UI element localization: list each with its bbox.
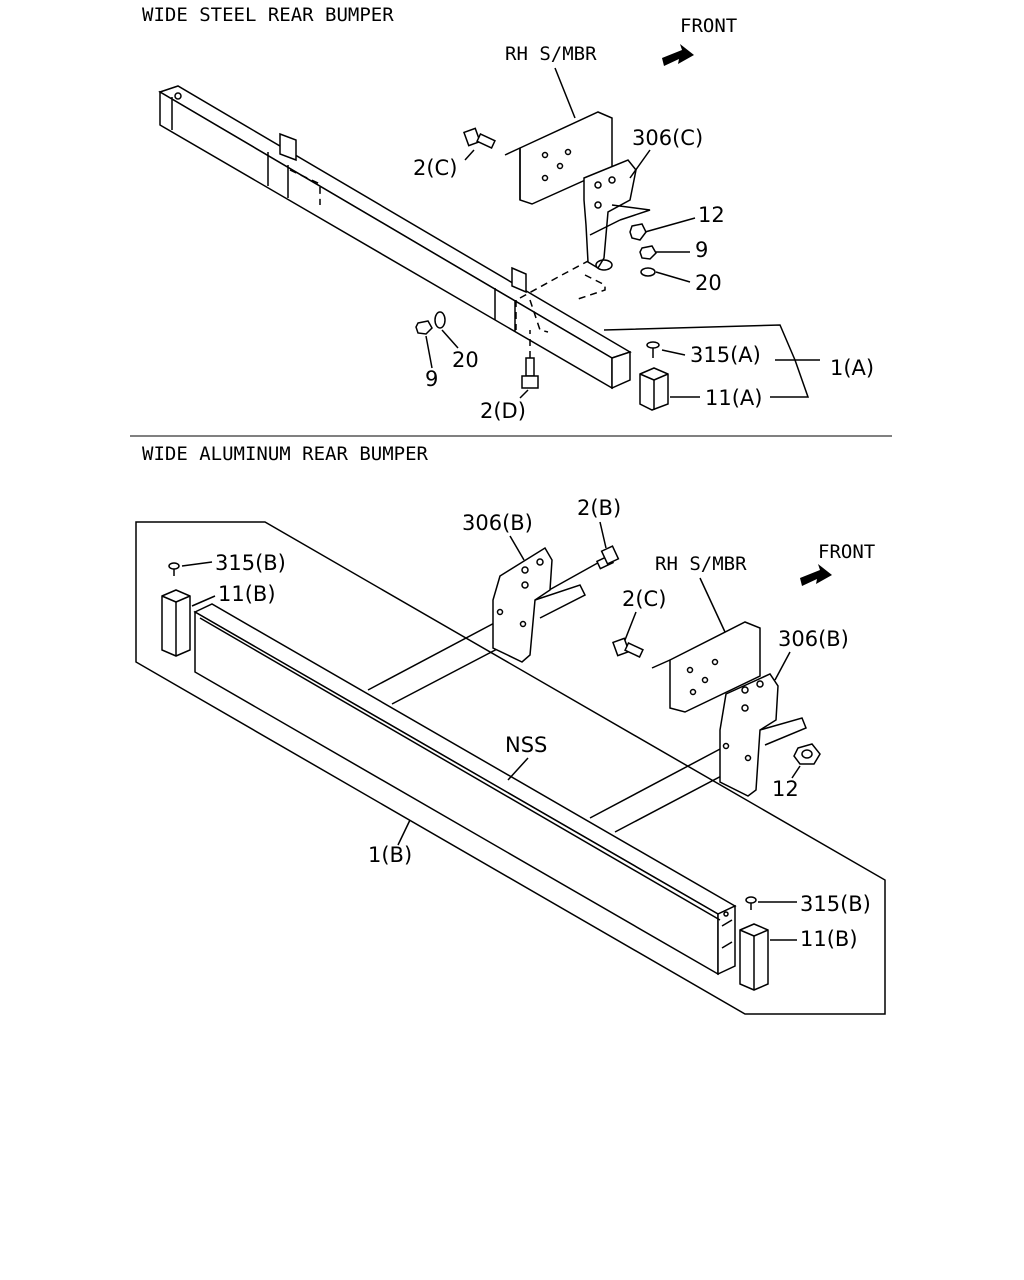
aluminum-callout-2c: 2(C) — [622, 587, 666, 611]
steel-rh-smbr-leader — [554, 67, 576, 119]
steel-callout-20a: 20 — [695, 271, 722, 295]
steel-callout-2c: 2(C) — [413, 156, 457, 180]
aluminum-callout-315b-left: 315(B) — [215, 551, 286, 575]
nut-icon — [415, 320, 433, 335]
steel-callout-9a: 9 — [695, 238, 708, 262]
aluminum-rh-smbr-label: RH S/MBR — [655, 553, 747, 575]
aluminum-pad-11b-left — [161, 589, 191, 657]
aluminum-callout-11b-right: 11(B) — [800, 927, 858, 951]
screw-icon — [745, 896, 757, 910]
steel-callout-2d: 2(D) — [480, 399, 526, 423]
nut-icon — [793, 743, 821, 765]
aluminum-callout-11b-left: 11(B) — [218, 582, 276, 606]
aluminum-bracket-306b-right — [719, 673, 807, 797]
aluminum-front-label: FRONT — [818, 541, 875, 563]
aluminum-callout-2b: 2(B) — [577, 496, 621, 520]
aluminum-callout-306b-left: 306(B) — [462, 511, 533, 535]
nut-icon — [639, 245, 657, 260]
aluminum-callout-315b-right: 315(B) — [800, 892, 871, 916]
steel-callout-315a: 315(A) — [690, 343, 761, 367]
steel-rh-smbr-label: RH S/MBR — [505, 43, 597, 65]
bolt-icon — [463, 127, 496, 150]
aluminum-callout-nss: NSS — [505, 733, 547, 757]
steel-callout-306c: 306(C) — [632, 126, 703, 150]
steel-pad-11a — [639, 367, 669, 411]
bolt-icon — [595, 545, 620, 570]
front-arrow-icon — [662, 44, 694, 66]
screw-icon — [646, 341, 660, 358]
aluminum-callout-12: 12 — [772, 777, 799, 801]
washer-icon — [640, 267, 656, 277]
nut-icon — [629, 223, 647, 241]
screw-icon — [168, 562, 180, 576]
steel-callout-11a: 11(A) — [705, 386, 762, 410]
steel-bracket-306c — [583, 159, 651, 271]
washer-icon — [434, 311, 446, 329]
steel-callout-9b: 9 — [425, 367, 438, 391]
bolt-icon — [612, 637, 644, 659]
aluminum-callout-306b-right: 306(B) — [778, 627, 849, 651]
steel-callout-12: 12 — [698, 203, 725, 227]
aluminum-assembly-boundary — [135, 521, 886, 1015]
steel-callout-1a: 1(A) — [830, 356, 874, 380]
steel-bumper-beam — [158, 85, 632, 390]
steel-callout-20b: 20 — [452, 348, 479, 372]
aluminum-pad-11b-right — [739, 923, 769, 991]
aluminum-rh-side-member — [651, 621, 761, 713]
steel-callout-1a-leaders — [603, 324, 820, 398]
steel-front-label: FRONT — [680, 15, 737, 37]
aluminum-section-title: WIDE ALUMINUM REAR BUMPER — [142, 443, 429, 465]
bolt-icon — [521, 357, 539, 389]
front-arrow-icon — [800, 564, 832, 586]
steel-rh-side-member — [504, 111, 613, 205]
aluminum-callout-1b: 1(B) — [368, 843, 412, 867]
steel-section-title: WIDE STEEL REAR BUMPER — [142, 4, 394, 26]
aluminum-bumper-beam — [193, 603, 737, 976]
aluminum-bracket-306b-left — [492, 546, 587, 663]
